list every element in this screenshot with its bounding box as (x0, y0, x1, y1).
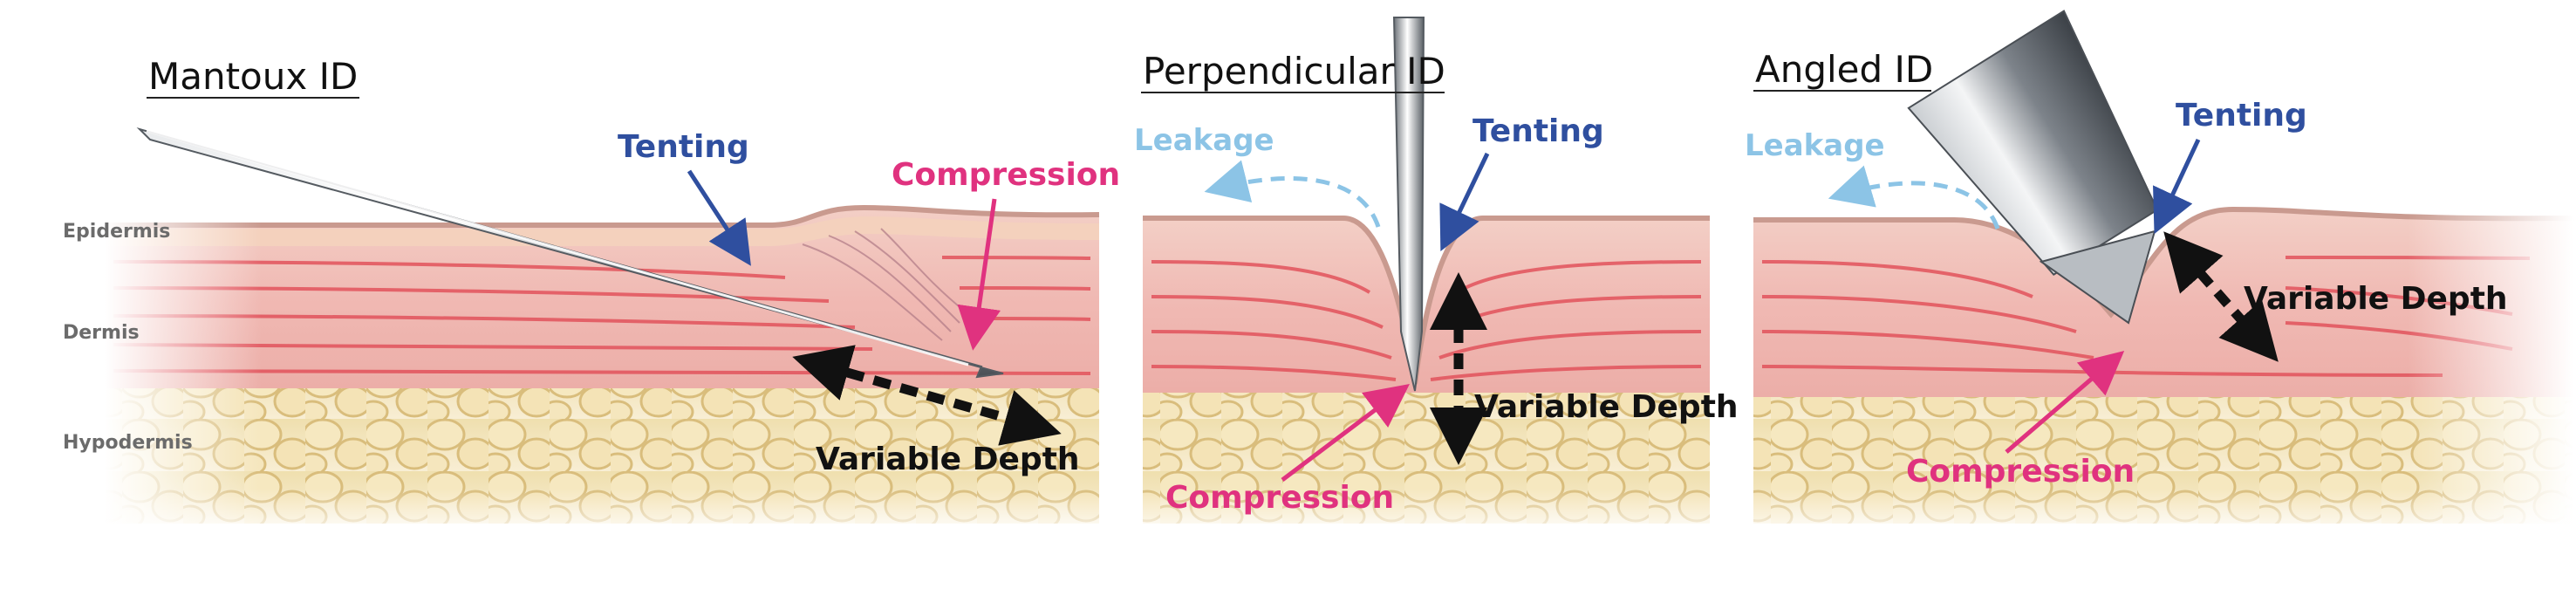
variable-depth-label: Variable Depth (816, 442, 1080, 477)
needle-highlight (146, 129, 969, 366)
layer-label-hypodermis: Hypodermis (63, 432, 193, 454)
leakage-arrow (1204, 160, 1381, 228)
compression-arrow (957, 198, 1001, 351)
panel-title: Angled ID (1755, 48, 1933, 91)
panel-perpendicular: Perpendicular ID Leakage Tenting Variabl… (1134, 17, 1739, 541)
panel-angled: Angled ID Leakage Tenting Variable Depth… (1745, 10, 2574, 550)
variable-depth-arrow (2163, 231, 2279, 362)
skin-cross-section (105, 204, 1100, 541)
layer-label-epidermis: Epidermis (63, 221, 170, 243)
compression-arrow (1281, 383, 1410, 482)
layer-label-dermis: Dermis (63, 322, 140, 344)
leakage-label: Leakage (1745, 128, 1885, 163)
tenting-label: Tenting (1472, 113, 1604, 149)
panel-title: Perpendicular ID (1143, 50, 1445, 92)
variable-depth-label: Variable Depth (1474, 389, 1739, 425)
panel-mantoux: Mantoux ID Epidermis Dermis Hypodermis T… (63, 55, 1120, 541)
variable-depth-arrow (792, 345, 1062, 446)
tenting-arrow (687, 169, 751, 266)
panel-title: Mantoux ID (148, 55, 358, 98)
leakage-label: Leakage (1134, 123, 1274, 158)
leakage-arrow (1828, 165, 2000, 229)
needle (1392, 17, 1425, 392)
compression-label: Compression (892, 157, 1120, 193)
compression-label: Compression (1906, 454, 2135, 490)
compression-arrow (2005, 350, 2125, 454)
skin-cross-section (1753, 201, 2574, 550)
tenting-label: Tenting (2176, 98, 2307, 134)
tenting-label: Tenting (618, 129, 749, 165)
needle-bevel (2039, 229, 2156, 325)
compression-label: Compression (1165, 480, 1394, 516)
tenting-arrow (1439, 152, 1490, 252)
tenting-arrow (2153, 138, 2201, 235)
variable-depth-label: Variable Depth (2244, 281, 2508, 317)
skin-cross-section (1143, 216, 1710, 541)
